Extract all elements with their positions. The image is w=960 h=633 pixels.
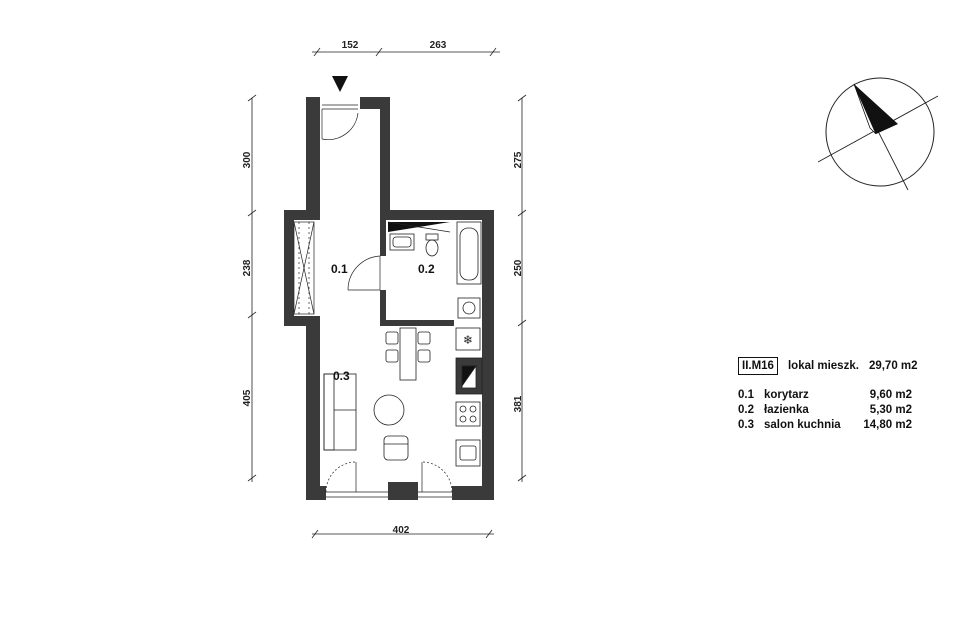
- walls: [284, 97, 494, 500]
- room-label-02: 0.2: [418, 262, 435, 276]
- window-left: [293, 221, 315, 315]
- kitchen-fixtures: ❄: [455, 327, 483, 467]
- room-row: 0.3 salon kuchnia 14,80 m2: [738, 418, 918, 433]
- room-list: 0.1 korytarz 9,60 m2 0.2 łazienka 5,30 m…: [738, 388, 918, 433]
- room-label-01: 0.1: [331, 262, 348, 276]
- room-label-03: 0.3: [333, 369, 350, 383]
- dim-top-b: 263: [430, 40, 447, 51]
- room-row: 0.2 łazienka 5,30 m2: [738, 403, 918, 418]
- legend-header: II.M16 lokal mieszk. 29,70 m2: [738, 356, 918, 376]
- balcony-doors: [325, 461, 453, 498]
- entrance-triangle-icon: [332, 76, 348, 92]
- dim-right-c: 381: [513, 395, 524, 412]
- furniture: [323, 327, 431, 461]
- svg-text:❄: ❄: [463, 333, 473, 347]
- unit-type: lokal mieszk.: [787, 360, 859, 372]
- dim-left-b: 238: [242, 259, 253, 276]
- room-name: łazienka: [764, 404, 809, 416]
- room-area: 14,80 m2: [863, 419, 912, 431]
- dim-right-a: 275: [513, 151, 524, 168]
- dim-left-a: 300: [242, 151, 253, 168]
- bathroom-fixtures: [387, 221, 482, 319]
- unit-area: 29,70 m2: [868, 360, 918, 372]
- room-name: salon kuchnia: [764, 419, 841, 431]
- north-arrow-icon: [817, 77, 939, 191]
- dimension-lines: [247, 47, 527, 539]
- unit-id: II.M16: [738, 357, 778, 375]
- room-area: 9,60 m2: [869, 389, 912, 401]
- room-number: 0.1: [738, 389, 754, 401]
- room-number: 0.3: [738, 419, 754, 431]
- room-number: 0.2: [738, 404, 754, 416]
- bathroom-door: [347, 255, 386, 291]
- dim-top-a: 152: [342, 40, 359, 51]
- dim-right-b: 250: [513, 259, 524, 276]
- dim-left-c: 405: [242, 389, 253, 406]
- entrance-door: [321, 104, 359, 140]
- dim-bottom: 402: [393, 525, 410, 536]
- room-name: korytarz: [764, 389, 809, 401]
- area-legend: II.M16 lokal mieszk. 29,70 m2 0.1 koryta…: [738, 356, 918, 433]
- room-area: 5,30 m2: [869, 404, 912, 416]
- room-row: 0.1 korytarz 9,60 m2: [738, 388, 918, 403]
